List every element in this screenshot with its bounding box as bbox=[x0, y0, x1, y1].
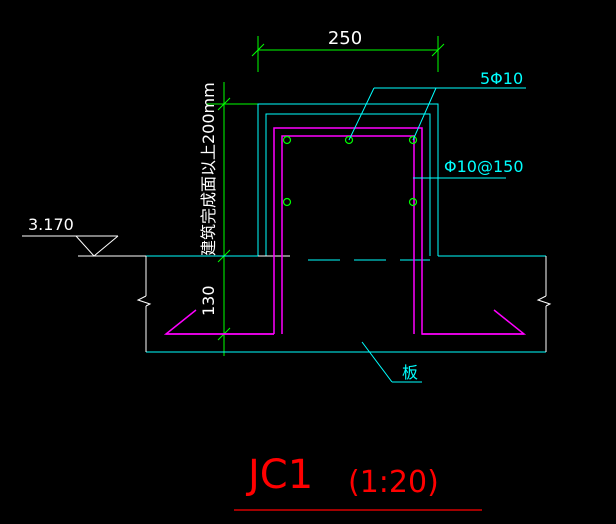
bar-dot bbox=[408, 197, 418, 207]
rebar-cage bbox=[163, 127, 527, 335]
bar-dot bbox=[282, 197, 292, 207]
slab-outline bbox=[78, 255, 552, 352]
drawing-title: JC1 bbox=[245, 452, 313, 498]
longitudinal-bars bbox=[282, 135, 418, 207]
width-dimension bbox=[251, 36, 445, 72]
width-dimension-text: 250 bbox=[328, 28, 362, 49]
bar-dot bbox=[282, 135, 292, 145]
stirrup-text: Φ10@150 bbox=[444, 157, 524, 176]
drawing-scale: (1:20) bbox=[348, 465, 439, 500]
bar-dot bbox=[344, 135, 354, 145]
elevation-mark bbox=[22, 235, 119, 257]
top-bars-text: 5Φ10 bbox=[480, 69, 523, 88]
slab-thickness-text: 130 bbox=[199, 285, 218, 316]
slab-label-text: 板 bbox=[402, 363, 418, 382]
leaders bbox=[348, 87, 526, 383]
height-note-text: 建筑完成面以上200mm bbox=[199, 82, 218, 256]
elevation-text: 3.170 bbox=[28, 215, 74, 234]
bar-dot bbox=[408, 135, 418, 145]
